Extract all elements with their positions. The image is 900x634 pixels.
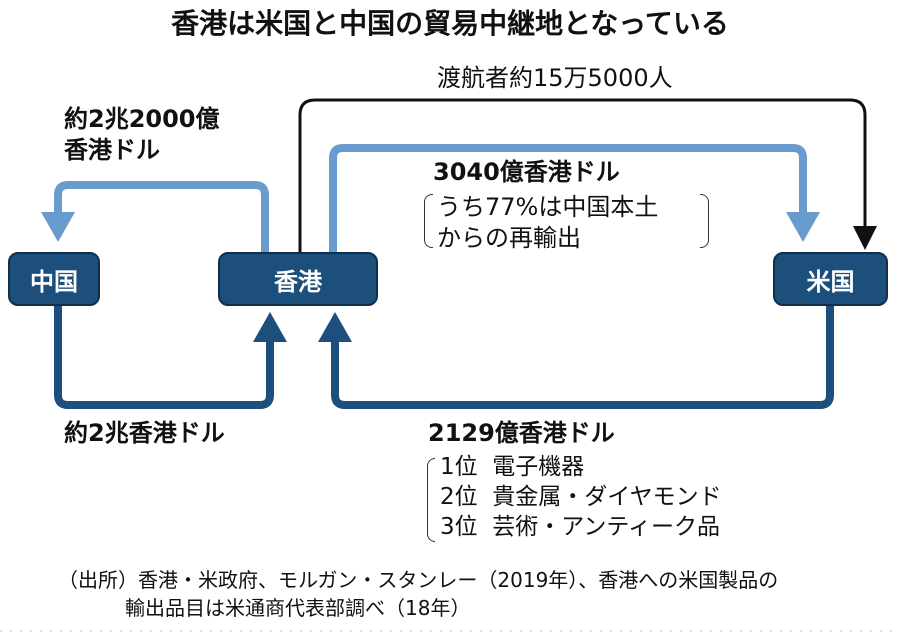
hk-to-china-label-2: 香港ドル: [64, 136, 160, 164]
china-to-hk-label: 約2兆香港ドル: [64, 419, 225, 447]
items-bracket: [427, 458, 435, 542]
node-hongkong: 香港: [218, 252, 378, 306]
close-paren: [700, 194, 709, 248]
node-china: 中国: [8, 252, 100, 306]
china-to-hk-arrow: [54, 305, 274, 409]
travelers-arrowhead: [853, 226, 877, 250]
us-to-hk-amount: 2129億香港ドル: [428, 419, 615, 447]
open-paren: [424, 194, 433, 248]
export-item-2: 2位 貴金属・ダイヤモンド: [440, 484, 722, 510]
travelers-label: 渡航者約15万5000人: [437, 64, 673, 92]
hk-to-us-arrowhead: [786, 212, 820, 242]
source-note-1: （出所）香港・米政府、モルガン・スタンレー（2019年）、香港への米国製品の: [58, 568, 779, 592]
export-item-3: 3位 芸術・アンティーク品: [440, 514, 720, 540]
hk-to-us-amount: 3040億香港ドル: [433, 158, 620, 186]
hk-to-china-arrowhead: [41, 212, 75, 242]
hk-to-us-note-1: うち77%は中国本土: [437, 193, 659, 221]
us-to-hk-arrow: [331, 305, 834, 409]
hk-to-us-note-2: からの再輸出: [437, 224, 581, 252]
diagram-title: 香港は米国と中国の貿易中継地となっている: [171, 7, 729, 40]
hk-to-china-arrow: [54, 181, 269, 252]
export-item-1: 1位 電子機器: [440, 454, 585, 480]
china-to-hk-arrowhead: [253, 312, 287, 342]
node-usa: 米国: [773, 252, 888, 306]
hk-to-us-arrow: [329, 144, 807, 252]
travelers-arrow: [298, 98, 867, 252]
hk-to-china-label-1: 約2兆2000億: [64, 105, 220, 133]
us-to-hk-arrowhead: [318, 312, 352, 342]
source-note-2: 輸出品目は米通商代表部調べ（18年）: [125, 596, 471, 620]
